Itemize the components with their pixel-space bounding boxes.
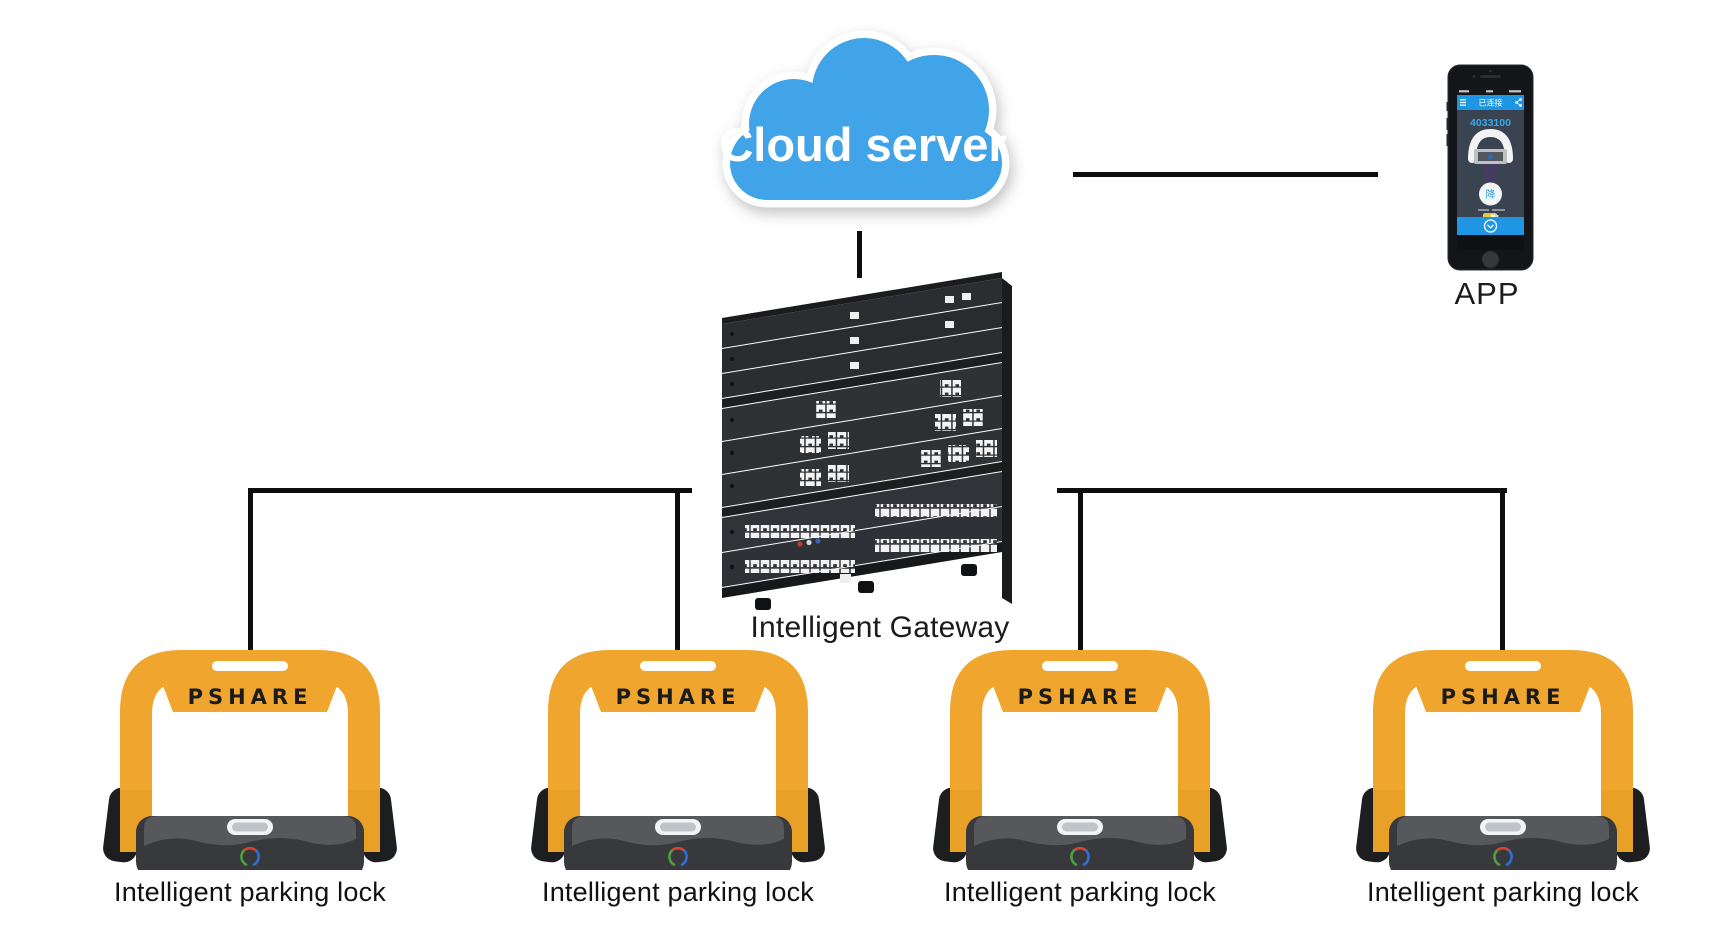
parking-lock-3: Intelligent parking lock	[920, 640, 1240, 908]
line-cloud-to-app	[1073, 172, 1378, 177]
app-lock-image	[1468, 128, 1513, 183]
parking-lock-icon	[100, 640, 400, 870]
parking-lock-icon	[1353, 640, 1653, 870]
gateway-label: Intelligent Gateway	[750, 611, 1010, 644]
parking-lock-icon	[528, 640, 828, 870]
cloud-icon	[722, 30, 1010, 208]
menu-icon	[1460, 99, 1466, 106]
app-footer-bar	[1457, 217, 1524, 235]
line-right-branch	[1057, 488, 1507, 493]
app-action-glyph: 降	[1486, 188, 1496, 201]
app-label: APP	[1454, 276, 1520, 311]
parking-lock-1: Intelligent parking lock	[90, 640, 410, 908]
app-header-title: 已连接	[1479, 98, 1503, 108]
share-icon	[1515, 98, 1522, 107]
cloud-server: Cloud server	[710, 28, 1022, 220]
app-action-button	[1479, 182, 1502, 206]
home-button	[1481, 250, 1500, 269]
parking-lock-4: Intelligent parking lock	[1343, 640, 1663, 908]
app-caption	[1478, 209, 1505, 211]
line-drop-lock4	[1500, 488, 1505, 650]
parking-lock-label: Intelligent parking lock	[542, 877, 814, 907]
parking-lock-icon	[930, 640, 1230, 870]
smartphone-icon: 已连接 4033100 降	[1446, 64, 1534, 271]
parking-lock-label: Intelligent parking lock	[114, 877, 386, 907]
line-drop-lock1	[248, 488, 253, 650]
line-drop-lock2	[675, 488, 680, 650]
gateway-icon	[722, 272, 1012, 610]
app-device-id: 4033100	[1470, 117, 1511, 129]
line-cloud-to-gateway	[857, 231, 862, 278]
line-left-branch	[248, 488, 692, 493]
parking-lock-2: Intelligent parking lock	[518, 640, 838, 908]
app-phone: 已连接 4033100 降	[1441, 62, 1541, 276]
line-drop-lock3	[1078, 488, 1083, 650]
parking-lock-label: Intelligent parking lock	[1367, 877, 1639, 907]
gateway-image	[700, 268, 1030, 618]
chevron-down-icon	[1483, 219, 1498, 233]
parking-lock-label: Intelligent parking lock	[944, 877, 1216, 907]
cloud-server-label: Cloud server	[719, 118, 1006, 171]
app-header-bar	[1457, 95, 1524, 110]
